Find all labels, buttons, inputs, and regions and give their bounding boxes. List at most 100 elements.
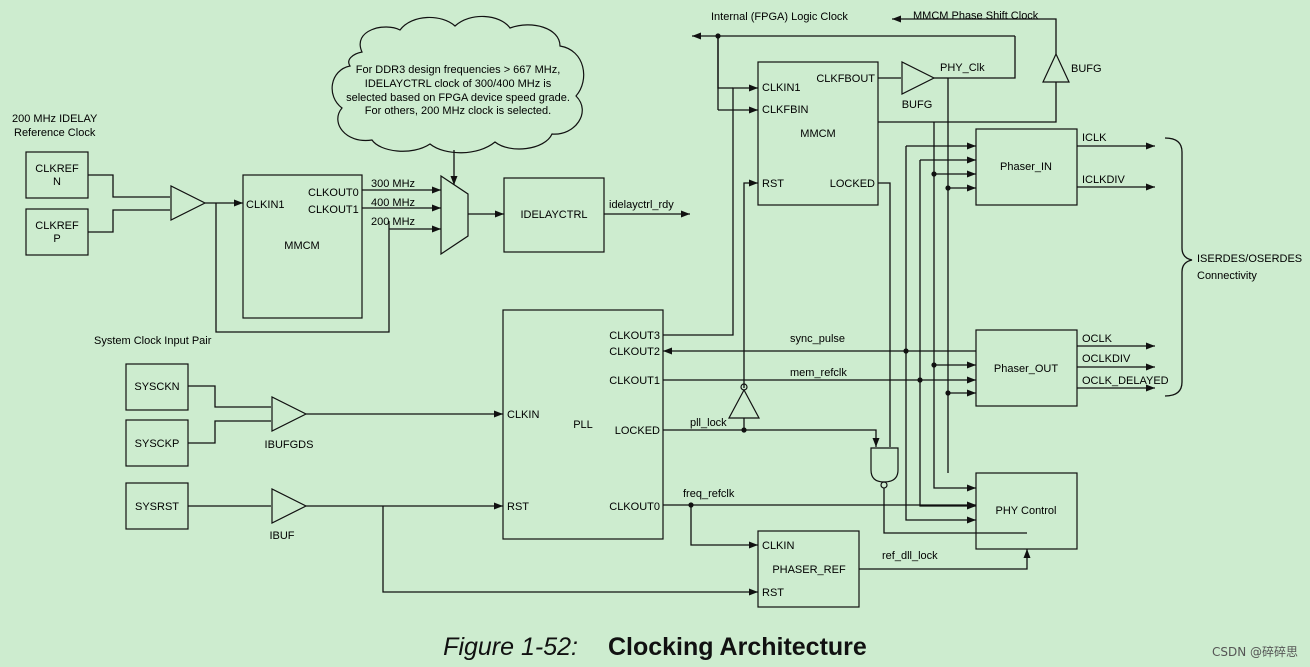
phy-clk-label: PHY_Clk bbox=[940, 62, 985, 74]
clkrefp-label-1: CLKREF bbox=[35, 220, 79, 232]
bufg-label-2: BUFG bbox=[1071, 63, 1102, 75]
internal-logic-clock-label: Internal (FPGA) Logic Clock bbox=[711, 11, 848, 23]
freq-300-label: 300 MHz bbox=[371, 178, 415, 190]
mmcm1-clkout1-label: CLKOUT1 bbox=[308, 204, 359, 216]
idelayctrl-block bbox=[503, 177, 605, 253]
mmcm2-to-bufg-wire bbox=[878, 82, 1057, 123]
mmcm-phase-shift-wire bbox=[892, 15, 1057, 54]
mmcm2-clkfbout-label: CLKFBOUT bbox=[816, 73, 875, 85]
bus-junction-1 bbox=[903, 348, 909, 354]
csdn-watermark: CSDN @碎碎思 bbox=[1211, 645, 1298, 659]
note-line-4: For others, 200 MHz clock is selected. bbox=[365, 105, 551, 117]
mmcm1-name: MMCM bbox=[284, 240, 319, 252]
clkrefp-label-2: P bbox=[53, 233, 60, 245]
bufg-label-1: BUFG bbox=[902, 99, 933, 111]
serdes-brace bbox=[1164, 137, 1193, 397]
inverter-bubble bbox=[740, 383, 748, 391]
iclk-label: ICLK bbox=[1082, 132, 1107, 144]
mmcm2-locked-label: LOCKED bbox=[830, 178, 875, 190]
mmcm2-name: MMCM bbox=[800, 128, 835, 140]
note-line-3: selected based on FPGA device speed grad… bbox=[346, 92, 570, 104]
idelayctrl-rdy-label: idelayctrl_rdy bbox=[609, 199, 674, 211]
idelayctrl-label: IDELAYCTRL bbox=[520, 209, 587, 221]
idelay-ref-label-1: 200 MHz IDELAY bbox=[12, 113, 98, 125]
phaser-ref-rst-wire bbox=[382, 506, 758, 596]
iclkdiv-label: ICLKDIV bbox=[1082, 174, 1125, 186]
oclk-label: OCLK bbox=[1082, 333, 1113, 345]
mmcm2-clkfbin-label: CLKFBIN bbox=[762, 104, 809, 116]
clkrefn-label-1: CLKREF bbox=[35, 163, 79, 175]
bus-junction-3 bbox=[931, 362, 937, 368]
speed-grade-note-cloud bbox=[331, 15, 585, 154]
internal-logic-clock-wire bbox=[692, 32, 733, 89]
clock-mux bbox=[440, 174, 469, 256]
mmcm2-locked-wire bbox=[878, 182, 891, 438]
freq-200-label: 200 MHz bbox=[371, 216, 415, 228]
mmcm2-rst-wire bbox=[743, 179, 758, 388]
phase-shift-bus bbox=[933, 122, 976, 492]
pll-name: PLL bbox=[573, 419, 593, 431]
ref-dll-lock-wire bbox=[859, 549, 1031, 570]
clkrefn-wire bbox=[88, 174, 170, 198]
sysckp-label: SYSCKP bbox=[135, 438, 180, 450]
mmcm2-block bbox=[757, 61, 879, 206]
ref-dll-lock-label: ref_dll_lock bbox=[882, 550, 938, 562]
sysckn-label: SYSCKN bbox=[134, 381, 179, 393]
pll-locked-label: LOCKED bbox=[615, 425, 660, 437]
phaser-out-label: Phaser_OUT bbox=[994, 363, 1058, 375]
freq-refclk-label: freq_refclk bbox=[683, 488, 735, 500]
sysckp-wire bbox=[188, 420, 271, 444]
phaser-ref-label: PHASER_REF bbox=[772, 564, 846, 576]
figure-caption: Figure 1-52: Clocking Architecture bbox=[0, 630, 1310, 664]
phaser-ref-rst-label: RST bbox=[762, 587, 784, 599]
note-line-2: IDELAYCTRL clock of 300/400 MHz is bbox=[365, 78, 552, 90]
phy-control-label: PHY Control bbox=[996, 505, 1057, 517]
phy-clk-return-wire bbox=[948, 36, 1016, 79]
bufg-phy-clk-buffer bbox=[901, 61, 936, 95]
pll-clkout1-label: CLKOUT1 bbox=[609, 375, 660, 387]
clkrefn-label-2: N bbox=[53, 176, 61, 188]
ibufgds-buffer bbox=[271, 396, 308, 432]
idelay-ref-label-2: Reference Clock bbox=[14, 127, 96, 139]
sysrst-label: SYSRST bbox=[135, 501, 179, 513]
clkrefn-block bbox=[25, 151, 89, 199]
diagram-canvas: 200 MHz IDELAY Reference Clock CLKREF N … bbox=[12, 10, 1302, 608]
bus-junction-6 bbox=[931, 171, 937, 177]
sys-clk-pair-wire bbox=[215, 203, 390, 333]
serdes-label-2: Connectivity bbox=[1197, 270, 1257, 282]
oclkdiv-label: OCLKDIV bbox=[1082, 353, 1131, 365]
mem-refclk-bus bbox=[905, 146, 976, 524]
sysckn-block bbox=[125, 363, 189, 411]
ibufgds-label: IBUFGDS bbox=[265, 439, 314, 451]
mem-refclk-label: mem_refclk bbox=[790, 367, 847, 379]
figure-number: Figure 1-52: bbox=[443, 632, 578, 661]
pll-rst-label: RST bbox=[507, 501, 529, 513]
bus-junction-5 bbox=[945, 185, 951, 191]
phaser-in-block bbox=[975, 128, 1078, 206]
sync-pulse-label: sync_pulse bbox=[790, 333, 845, 345]
phaser-ref-clkin-label: CLKIN bbox=[762, 540, 794, 552]
note-line-1: For DDR3 design frequencies > 667 MHz, bbox=[356, 64, 561, 76]
sync-bus bbox=[919, 160, 976, 510]
mmcm1-clkout0-label: CLKOUT0 bbox=[308, 187, 359, 199]
pll-clkout3-label: CLKOUT3 bbox=[609, 330, 660, 342]
clkout3-to-mmcm2-wire bbox=[663, 84, 758, 336]
pll-block bbox=[502, 309, 664, 540]
pll-lock-wire bbox=[663, 429, 880, 447]
phaser-out-block bbox=[975, 329, 1078, 407]
pll-clkout2-label: CLKOUT2 bbox=[609, 346, 660, 358]
figure-title: Clocking Architecture bbox=[607, 632, 867, 661]
lock-and-gate bbox=[870, 447, 899, 483]
sys-clk-pair-label: System Clock Input Pair bbox=[94, 335, 212, 347]
pll-lock-label: pll_lock bbox=[690, 417, 727, 429]
mmcm2-rst-label: RST bbox=[762, 178, 784, 190]
bus-junction-4 bbox=[945, 390, 951, 396]
clkrefp-block bbox=[25, 208, 89, 256]
and-output-wire bbox=[883, 488, 1027, 534]
mmcm2-clkin1-label: CLKIN1 bbox=[762, 82, 801, 94]
bufg-phase-shift-buffer bbox=[1042, 52, 1070, 83]
ibuf-buffer bbox=[271, 488, 308, 524]
sysckn-wire bbox=[188, 385, 271, 408]
pll-clkout0-label: CLKOUT0 bbox=[609, 501, 660, 513]
